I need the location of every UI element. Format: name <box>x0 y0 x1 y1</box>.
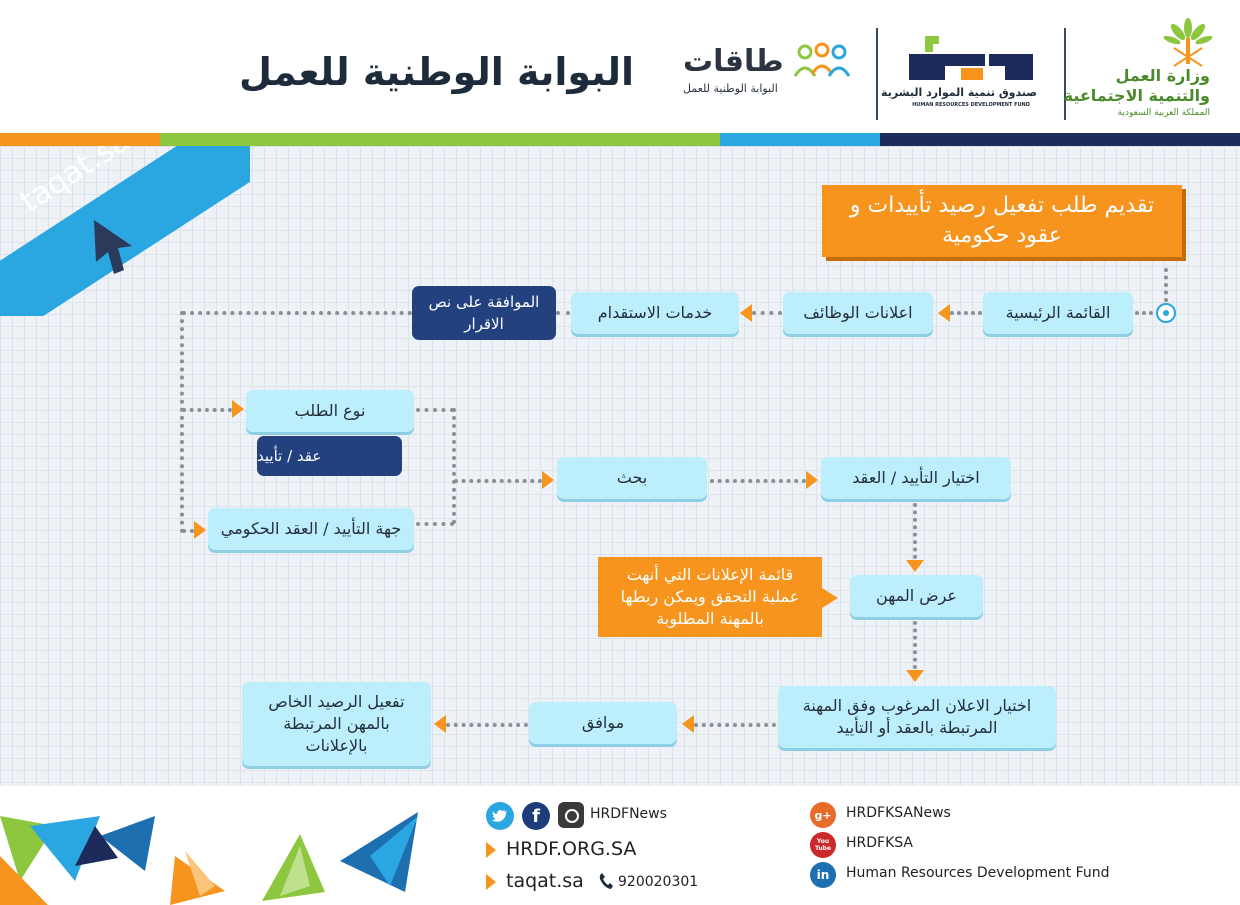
chevron-right-icon <box>486 842 496 858</box>
stripe-navy <box>880 133 1240 146</box>
connector <box>556 311 570 315</box>
node-contract-endorse[interactable]: عقد / تأييد <box>257 436 402 476</box>
connector <box>1164 268 1168 302</box>
connector <box>710 479 806 483</box>
node-ads-list-note-text: قائمة الإعلانات التي أنهت عملية التحقق و… <box>620 565 800 628</box>
ministry-logo: وزارة العمل والتنمية الاجتماعية المملكة … <box>1064 18 1220 128</box>
node-main-menu[interactable]: القائمة الرئيسية <box>983 292 1133 334</box>
node-choose-ad[interactable]: اختيار الاعلان المرغوب وفق المهنة المرتب… <box>778 686 1056 748</box>
connector <box>416 408 454 412</box>
taqat-link[interactable]: taqat.sa <box>506 870 584 892</box>
connector <box>752 311 782 315</box>
arrow-icon <box>434 715 446 733</box>
arrow-icon <box>938 304 950 322</box>
page-footer: f HRDFNews HRDF.ORG.SA taqat.sa 92002030… <box>0 786 1240 905</box>
connector <box>913 503 917 559</box>
connector <box>950 311 982 315</box>
page-header: البوابة الوطنية للعمل طاقات البوابة الوط… <box>0 0 1240 133</box>
ministry-line3: المملكة العربية السعودية <box>1117 108 1210 118</box>
gplus-handle[interactable]: HRDFKSANews <box>846 805 951 821</box>
node-recruit-services[interactable]: خدمات الاستقدام <box>571 292 739 334</box>
header-divider <box>876 28 878 120</box>
taqat-banner: taqat.sa <box>0 146 250 316</box>
arrow-icon <box>194 521 206 539</box>
arrow-icon <box>740 304 752 322</box>
arrow-icon <box>806 471 818 489</box>
connector <box>182 408 232 412</box>
social-handle[interactable]: HRDFNews <box>590 806 667 822</box>
decorative-triangles <box>0 812 418 905</box>
connector <box>446 723 528 727</box>
diagram-title-text: تقديم طلب تفعيل رصيد تأييدات و عقود حكوم… <box>849 193 1155 248</box>
connector <box>180 311 184 533</box>
ministry-line2: والتنمية الاجتماعية <box>1063 86 1210 105</box>
taqat-logo-sub: البوابة الوطنية للعمل <box>683 82 778 95</box>
node-ads-list-note: قائمة الإعلانات التي أنهت عملية التحقق و… <box>598 557 822 637</box>
taqat-logo: طاقات البوابة الوطنية للعمل <box>683 42 853 102</box>
youtube-handle[interactable]: HRDFKSA <box>846 835 913 851</box>
chevron-right-icon <box>486 874 496 890</box>
website-link[interactable]: HRDF.ORG.SA <box>506 838 637 860</box>
connector <box>416 522 454 526</box>
arrow-icon <box>542 471 554 489</box>
hrdf-emblem-icon <box>909 36 1033 80</box>
connector <box>1135 311 1153 315</box>
node-agree[interactable]: موافق <box>529 702 677 744</box>
color-stripe <box>0 133 1240 146</box>
arrow-icon <box>682 715 694 733</box>
twitter-icon[interactable] <box>486 802 514 830</box>
pointer-icon <box>822 588 838 608</box>
taqat-logo-main: طاقات <box>683 44 784 79</box>
node-request-type[interactable]: نوع الطلب <box>246 390 414 432</box>
phone-number[interactable]: 920020301 <box>618 874 699 890</box>
node-job-ads[interactable]: اعلانات الوظائف <box>783 292 933 334</box>
arrow-icon <box>906 560 924 572</box>
connector <box>913 621 917 669</box>
node-activate-balance[interactable]: تفعيل الرصيد الخاص بالمهن المرتبطة بالإع… <box>242 682 431 766</box>
phone-icon <box>599 873 613 889</box>
palm-emblem-icon <box>1163 18 1213 67</box>
connector <box>694 723 776 727</box>
people-icon <box>793 42 851 77</box>
connector <box>454 479 542 483</box>
instagram-icon[interactable] <box>558 802 584 828</box>
google-plus-icon[interactable]: g+ <box>810 802 836 828</box>
hrdf-logo-en: HUMAN RESOURCES DEVELOPMENT FUND <box>912 102 1030 108</box>
linkedin-icon[interactable]: in <box>810 862 836 888</box>
ministry-line1: وزارة العمل <box>1115 66 1210 85</box>
linkedin-handle[interactable]: Human Resources Development Fund <box>846 865 1110 881</box>
node-choose-endorse[interactable]: اختيار التأييد / العقد <box>821 457 1011 499</box>
node-search[interactable]: بحث <box>557 457 707 499</box>
node-authority[interactable]: جهة التأييد / العقد الحكومي <box>208 508 414 550</box>
cursor-icon <box>94 220 132 274</box>
stripe-blue <box>720 133 880 146</box>
diagram-title: تقديم طلب تفعيل رصيد تأييدات و عقود حكوم… <box>822 185 1182 257</box>
connector <box>182 311 412 315</box>
start-dot-icon <box>1156 303 1176 323</box>
youtube-icon[interactable]: You Tube <box>810 832 836 858</box>
arrow-icon <box>232 400 244 418</box>
hrdf-logo-ar: صندوق تنمية الموارد البشرية <box>881 86 1037 99</box>
stripe-green <box>160 133 720 146</box>
facebook-icon[interactable]: f <box>522 802 550 830</box>
connector <box>182 529 194 533</box>
arrow-icon <box>906 670 924 682</box>
connector <box>452 408 456 524</box>
node-show-jobs[interactable]: عرض المهن <box>850 575 983 617</box>
stripe-orange <box>0 133 160 146</box>
header-divider <box>1064 28 1066 120</box>
hrdf-logo: صندوق تنمية الموارد البشرية HUMAN RESOUR… <box>881 36 1037 112</box>
page-title: البوابة الوطنية للعمل <box>238 50 634 94</box>
node-agree-terms[interactable]: الموافقة على نص الاقرار <box>412 286 556 340</box>
